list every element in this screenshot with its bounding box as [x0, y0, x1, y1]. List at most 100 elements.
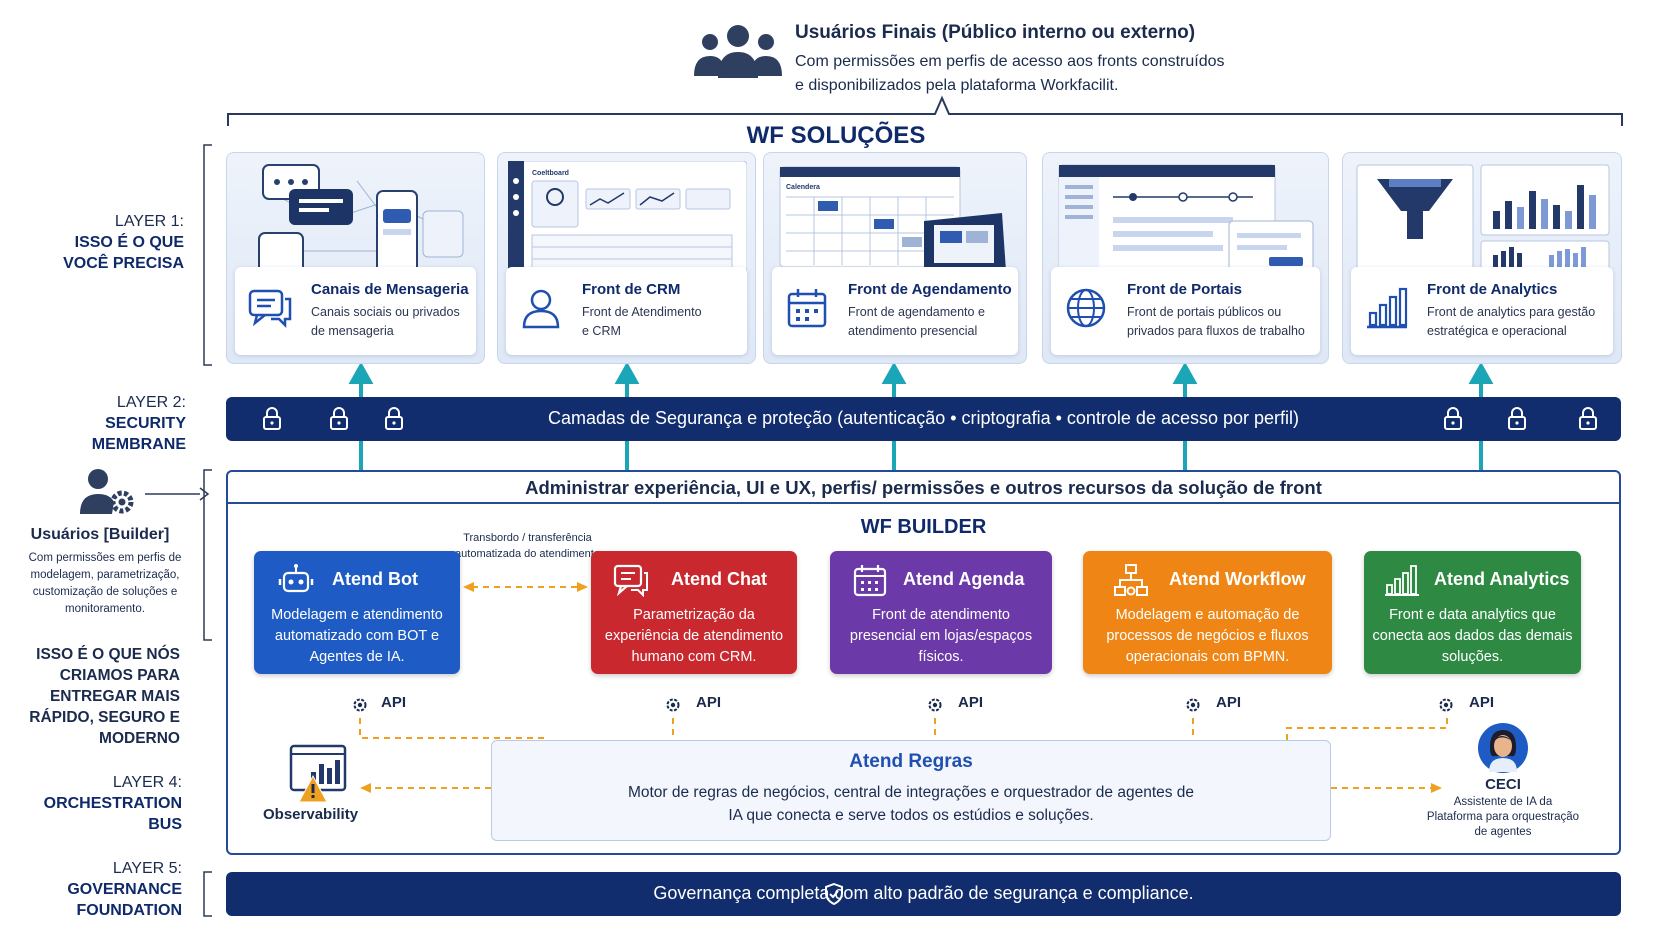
layer4-label: LAYER 4: ORCHESTRATION BUS: [10, 772, 182, 835]
api-label: API: [381, 694, 407, 711]
layer5-label: LAYER 5: GOVERNANCE FOUNDATION: [10, 858, 182, 921]
atend-regras-box[interactable]: Atend Regras Motor de regras de negócios…: [491, 740, 1331, 841]
observability-label: Observability: [263, 806, 359, 823]
builder-claim-line1: ISSO É O QUE NÓS: [36, 646, 180, 663]
portals-illustration: [1053, 161, 1318, 273]
solution-name: Front de Agendamento: [848, 281, 1012, 298]
solution-card-messaging[interactable]: Canais de Mensageria Canais sociais ou p…: [226, 152, 485, 364]
security-text: Camadas de Segurança e proteção (autenti…: [547, 408, 1300, 428]
layer2-label: LAYER 2: SECURITY MEMBRANE: [10, 392, 186, 455]
security-membrane-bar: Camadas de Segurança e proteção (autenti…: [226, 397, 1621, 441]
module-name: Atend Bot: [332, 569, 418, 589]
layer1-number: LAYER 1:: [114, 213, 184, 230]
atend-regras-desc: Motor de regras de negócios, central de …: [582, 781, 1240, 827]
solution-desc-line2: atendimento presencial: [848, 324, 978, 338]
ceci-description: Assistente de IA da Plataforma para orqu…: [1426, 796, 1580, 838]
module-desc: Front e data analytics que conecta aos d…: [1372, 607, 1573, 665]
solution-name: Canais de Mensageria: [311, 281, 469, 298]
chat-bubbles-icon: [247, 285, 293, 331]
builder-admin-text: Administrar experiência, UI e UX, perfis…: [525, 477, 1322, 498]
builder-claim: ISSO É O QUE NÓS CRIAMOS PARA ENTREGAR M…: [20, 644, 180, 749]
users-group-icon: [690, 22, 786, 82]
solution-card-analytics[interactable]: Front de Analytics Front de analytics pa…: [1342, 152, 1622, 364]
end-users-title: Usuários Finais (Público interno ou exte…: [795, 22, 1196, 43]
lock-icon: [262, 407, 282, 431]
module-atend-bot[interactable]: Atend Bot Modelagem e atendimento automa…: [254, 551, 460, 674]
solution-desc-line1: Canais sociais ou privados: [311, 305, 460, 319]
module-atend-workflow[interactable]: Atend Workflow Modelagem e automação de …: [1083, 551, 1332, 674]
shield-check-icon: [824, 883, 844, 905]
user-icon: [518, 285, 564, 331]
chat-icon: [613, 563, 649, 597]
wf-solutions-title: WF SOLUÇÕES: [746, 122, 926, 149]
layer2-name: SECURITY MEMBRANE: [91, 415, 186, 453]
atend-regras-desc-line1: Motor de regras de negócios, central de …: [627, 784, 1195, 801]
crm-illustration: Coeltboard: [508, 161, 747, 273]
ceci-avatar: [1477, 722, 1529, 774]
lock-icon: [1507, 407, 1527, 431]
solution-name: Front de CRM: [582, 281, 681, 298]
solution-card-portals[interactable]: Front de Portais Front de portais públic…: [1042, 152, 1329, 364]
api-label: API: [696, 694, 722, 711]
module-name: Atend Analytics: [1434, 569, 1570, 589]
builder-claim-line3: ENTREGAR MAIS: [49, 688, 180, 705]
governance-foundation-bar: Governança completa com alto padrão de s…: [226, 872, 1621, 916]
api-gear-icon: [926, 696, 944, 714]
observability-icon: [283, 742, 349, 802]
solution-desc-line1: Front de agendamento e: [848, 305, 985, 319]
layer5-line1: GOVERNANCE: [67, 881, 182, 898]
module-desc: Front de atendimento presencial em lojas…: [849, 607, 1033, 665]
solution-desc: Front de agendamento e atendimento presen…: [848, 303, 1026, 341]
solution-desc: Front de Atendimento e CRM: [582, 303, 755, 341]
scheduling-illustration: Calendera: [774, 161, 1016, 273]
solution-desc-line1: Front de Atendimento: [582, 305, 702, 319]
layer2-number: LAYER 2:: [116, 394, 186, 411]
solution-desc-line1: Front de analytics para gestão: [1427, 305, 1596, 319]
governance-text: Governança completa com alto padrão de s…: [653, 883, 1194, 903]
solution-name: Front de Portais: [1127, 281, 1243, 298]
scheduling-art-label: Calendera: [786, 184, 820, 191]
api-gear-icon: [664, 696, 682, 714]
handoff-label: Transbordo / transferência automatizada …: [455, 532, 600, 560]
solution-desc-line2: estratégica e operacional: [1427, 324, 1567, 338]
builder-users-title: Usuários [Builder]: [30, 526, 170, 543]
wf-builder-title: WF BUILDER: [860, 516, 987, 538]
api-label: API: [1469, 694, 1495, 711]
solution-desc-line2: e CRM: [582, 324, 621, 338]
lock-icon: [1443, 407, 1463, 431]
layer1-line1: ISSO É O QUE: [74, 234, 184, 251]
solution-card-scheduling[interactable]: Calendera Front de Agendamento Front de …: [763, 152, 1027, 364]
solution-info-analytics: Front de Analytics Front de analytics pa…: [1351, 267, 1613, 355]
builder-header-divider: [228, 502, 1619, 504]
module-atend-agenda[interactable]: Atend Agenda Front de atendimento presen…: [830, 551, 1052, 674]
builder-claim-line4: RÁPIDO, SEGURO E: [29, 709, 180, 726]
atend-regras-title: Atend Regras: [849, 751, 973, 772]
api-gear-icon: [1437, 696, 1455, 714]
lock-icon: [329, 407, 349, 431]
layer5-number: LAYER 5:: [112, 860, 182, 877]
solution-info-portals: Front de Portais Front de portais públic…: [1051, 267, 1320, 355]
bar-chart-icon: [1384, 563, 1420, 597]
module-name: Atend Workflow: [1169, 569, 1306, 589]
builder-users-description: Com permissões em perfis de modelagem, p…: [28, 552, 182, 615]
lock-icon: [384, 407, 404, 431]
layer1-label: LAYER 1: ISSO É O QUE VOCÊ PRECISA: [20, 211, 184, 274]
layer4-number: LAYER 4:: [112, 774, 182, 791]
module-desc: Parametrização da experiência de atendim…: [604, 607, 784, 665]
ceci-name: CECI: [1485, 776, 1521, 793]
layer5-line2: FOUNDATION: [76, 902, 182, 919]
builder-claim-line2: CRIAMOS PARA: [59, 667, 180, 684]
calendar-icon: [784, 285, 830, 331]
messaging-illustration: [237, 161, 474, 273]
module-atend-analytics[interactable]: Atend Analytics Front e data analytics q…: [1364, 551, 1581, 674]
module-name: Atend Chat: [671, 569, 767, 589]
solution-info-crm: Front de CRM Front de Atendimento e CRM: [506, 267, 747, 355]
user-gear-icon: [76, 466, 138, 516]
solution-card-crm[interactable]: Coeltboard Front de CRM Front de Atendim…: [497, 152, 756, 364]
module-atend-chat[interactable]: Atend Chat Parametrização da experiência…: [591, 551, 797, 674]
solution-name: Front de Analytics: [1427, 281, 1558, 298]
builder-claim-line5: MODERNO: [99, 730, 180, 747]
